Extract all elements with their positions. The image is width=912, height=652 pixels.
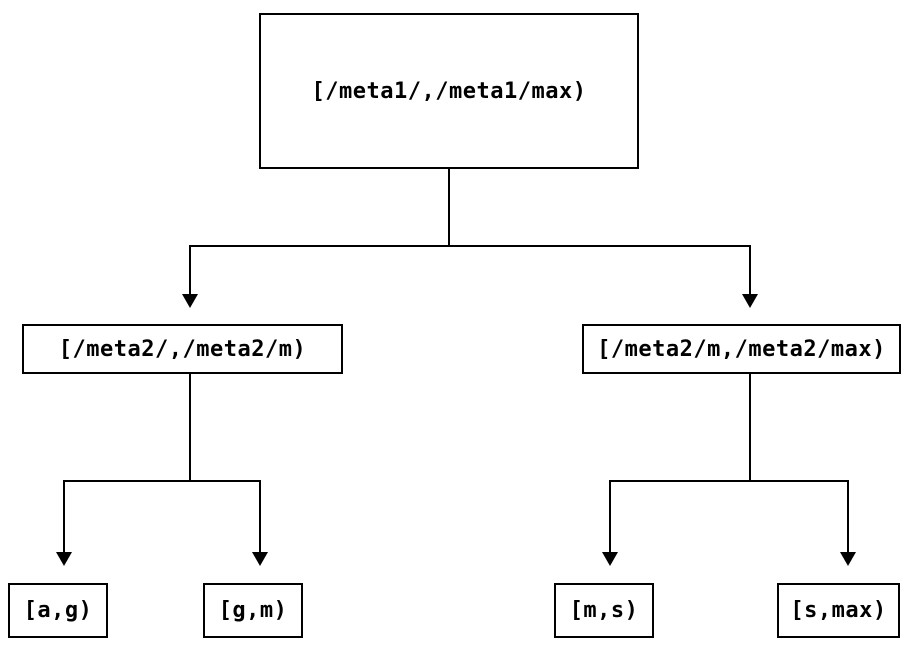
arrow-down-icon bbox=[602, 552, 618, 566]
connector-leftchild-left-drop bbox=[63, 480, 65, 552]
connector-rightchild-stem bbox=[749, 374, 751, 481]
arrow-down-icon bbox=[840, 552, 856, 566]
connector-rightchild-right-drop bbox=[847, 480, 849, 552]
node-leaf-smax-label: [s,max) bbox=[790, 598, 887, 623]
node-left-child-range: [/meta2/,/meta2/m) bbox=[22, 324, 343, 374]
connector-root-left-drop bbox=[189, 245, 191, 295]
node-root-range: [/meta1/,/meta1/max) bbox=[259, 13, 639, 169]
arrow-down-icon bbox=[56, 552, 72, 566]
node-leaf-range-ag: [a,g) bbox=[8, 583, 108, 638]
node-right-child-label: [/meta2/m,/meta2/max) bbox=[597, 336, 886, 362]
node-leaf-range-smax: [s,max) bbox=[777, 583, 900, 638]
connector-leftchild-right-drop bbox=[259, 480, 261, 552]
node-right-child-range: [/meta2/m,/meta2/max) bbox=[582, 324, 901, 374]
node-leaf-ms-label: [m,s) bbox=[569, 598, 639, 623]
connector-root-crossbar bbox=[189, 245, 751, 247]
connector-root-stem bbox=[448, 169, 450, 246]
connector-leftchild-stem bbox=[189, 374, 191, 481]
connector-rightchild-crossbar bbox=[609, 480, 849, 482]
connector-root-right-drop bbox=[749, 245, 751, 295]
node-left-child-label: [/meta2/,/meta2/m) bbox=[58, 336, 307, 362]
connector-rightchild-left-drop bbox=[609, 480, 611, 552]
connector-leftchild-crossbar bbox=[63, 480, 261, 482]
node-root-label: [/meta1/,/meta1/max) bbox=[311, 78, 587, 104]
arrow-down-icon bbox=[182, 294, 198, 308]
arrow-down-icon bbox=[252, 552, 268, 566]
arrow-down-icon bbox=[742, 294, 758, 308]
node-leaf-range-gm: [g,m) bbox=[203, 583, 303, 638]
node-leaf-gm-label: [g,m) bbox=[218, 598, 288, 623]
node-leaf-range-ms: [m,s) bbox=[554, 583, 654, 638]
node-leaf-ag-label: [a,g) bbox=[23, 598, 93, 623]
